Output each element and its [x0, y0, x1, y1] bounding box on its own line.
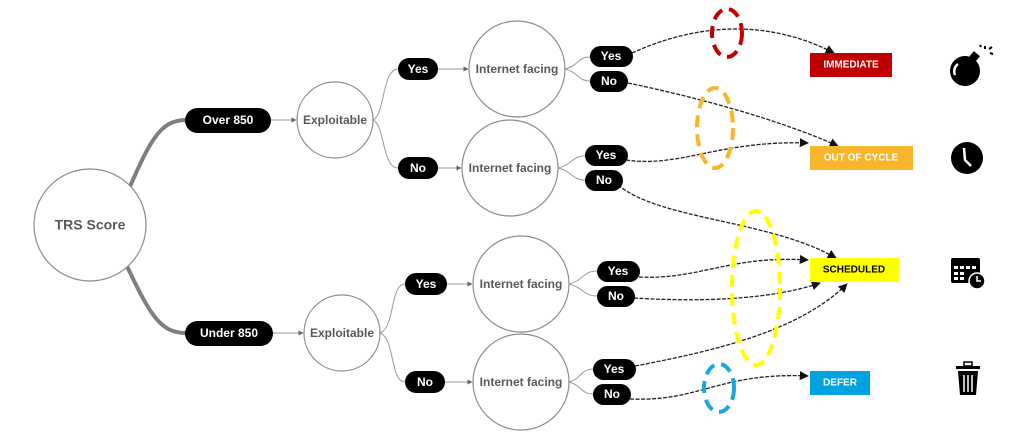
calendar-clock-icon [951, 258, 986, 290]
no-pill [585, 170, 623, 191]
no-label: No [604, 387, 620, 401]
connector-over [123, 118, 187, 199]
over-850-label: Over 850 [203, 113, 254, 127]
outcome-defer-label: DEFER [823, 378, 858, 389]
no-label: No [608, 289, 624, 303]
no-label: No [410, 161, 426, 175]
internet-facing-node [461, 119, 559, 217]
yes-pill [405, 273, 447, 295]
exploitable-node-bottom [303, 294, 381, 372]
internet-facing-label: Internet facing [476, 62, 559, 76]
no-pill [405, 371, 445, 393]
under-850-label: Under 850 [200, 326, 258, 340]
no-label: No [601, 74, 617, 88]
outcome-out-of-cycle-label: OUT OF CYCLE [824, 153, 899, 164]
exploitable-label: Exploitable [303, 113, 367, 127]
trash-icon [956, 361, 980, 395]
highlight-scheduled [730, 209, 782, 367]
exploitable-node-top [296, 81, 374, 159]
internet-facing-label: Internet facing [480, 277, 563, 291]
yes-label: Yes [596, 148, 617, 162]
yes-pill [585, 145, 628, 166]
yes-pill [398, 58, 438, 80]
outcome-immediate [810, 53, 892, 77]
internet-facing-node [468, 20, 566, 118]
yes-label: Yes [604, 362, 625, 376]
yes-pill [590, 46, 633, 67]
yes-label: Yes [408, 62, 429, 76]
yes-pill [597, 261, 640, 282]
no-pill [597, 286, 635, 307]
over-850-pill [185, 108, 271, 133]
no-label: No [596, 173, 612, 187]
bomb-icon [950, 44, 994, 86]
outcome-out-of-cycle [810, 146, 913, 170]
trs-score-node [33, 168, 147, 282]
no-pill [590, 71, 628, 92]
highlight-out-of-cycle [695, 86, 735, 170]
highlight-immediate [710, 7, 744, 59]
highlight-defer [702, 362, 736, 414]
internet-facing-label: Internet facing [480, 375, 563, 389]
trs-score-label: TRS Score [55, 217, 126, 233]
outcome-defer [810, 371, 870, 395]
internet-facing-label: Internet facing [469, 161, 552, 175]
no-label: No [417, 375, 433, 389]
outcome-immediate-label: IMMEDIATE [823, 60, 879, 71]
yes-pill [593, 359, 636, 380]
internet-facing-node [472, 235, 570, 333]
connector-under [123, 261, 187, 335]
outcome-scheduled-label: SCHEDULED [823, 265, 885, 276]
internet-facing-node [472, 333, 570, 431]
outcome-scheduled [810, 258, 899, 282]
exploitable-label: Exploitable [310, 326, 374, 340]
yes-label: Yes [608, 264, 629, 278]
thin-connectors [270, 56, 598, 395]
yes-label: Yes [601, 49, 622, 63]
under-850-pill [185, 321, 273, 346]
no-pill [593, 384, 631, 405]
outcome-arrows [617, 28, 848, 400]
yes-label: Yes [416, 277, 437, 291]
clock-icon [951, 142, 983, 174]
no-pill [398, 157, 438, 179]
